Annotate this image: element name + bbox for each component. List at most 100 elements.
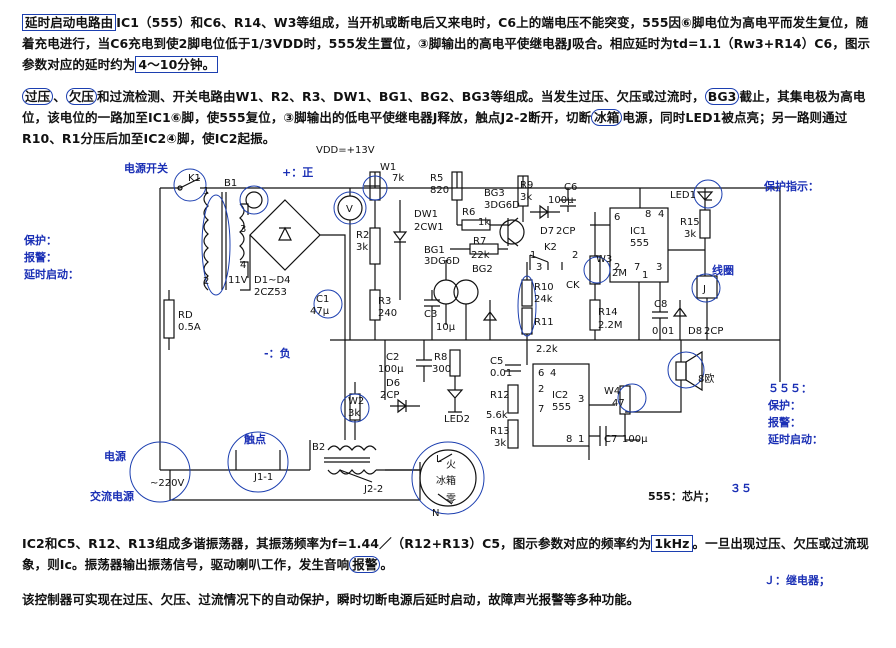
component-labels: VDD=+13V K1 B1 1 2 3 4 11V RD 0.5A D1~D4… (150, 145, 723, 519)
highlight-overvoltage: 过压 (22, 88, 54, 105)
label-r10: R10 (534, 282, 554, 293)
label-ic2-pin4: 4 (550, 368, 556, 379)
label-r7: R7 (473, 236, 486, 247)
label-bg2: BG2 (472, 264, 493, 275)
label-w1: W1 (380, 162, 396, 173)
label-r11: R11 (534, 317, 554, 328)
annotation-left-alarm: 报警： (24, 251, 57, 264)
label-c7: C7 (604, 434, 617, 445)
label-d7: D7 (540, 226, 554, 237)
label-bg1: BG1 (424, 245, 445, 256)
label-bg1-value: 3DG6D (424, 256, 460, 267)
label-r8: R8 (434, 352, 447, 363)
label-j2: J2-2 (363, 484, 383, 495)
label-led2: LED2 (444, 414, 470, 425)
paragraph-delay-text: IC1（555）和C6、R14、W3等组成，当开机或断电后又来电时，C6上的端电… (22, 15, 871, 72)
label-ic2-pin6: 6 (538, 368, 544, 379)
label-ic1-pin8: 8 (645, 209, 651, 220)
label-k1: K1 (188, 173, 201, 184)
label-r12: R12 (490, 390, 510, 401)
annotation-ac-power: 交流电源 (90, 490, 134, 503)
label-c2-value: 100μ (378, 364, 404, 375)
label-w3-value: 2M (612, 268, 627, 279)
annotation-power: 电源 (104, 450, 126, 463)
label-bridge-value: 2CZ53 (254, 287, 287, 298)
label-r2-value: 3k (356, 242, 368, 253)
label-ic2-pin7: 7 (538, 404, 544, 415)
label-r5-value: 820 (430, 185, 449, 196)
label-r14-value: 2.2M (598, 320, 623, 331)
label-k2-pin3: 3 (536, 262, 542, 273)
label-b1-pin1: 1 (203, 186, 209, 197)
paragraph-protection-circuit: 过压、欠压和过流检测、开关电路由W1、R2、R3、DW1、BG1、BG2、BG3… (22, 86, 874, 149)
annotation-left-protect: 保护： (24, 234, 57, 247)
label-ic2-pin3: 3 (578, 394, 584, 405)
label-load-l: L (436, 454, 442, 465)
label-c1: C1 (316, 294, 329, 305)
label-r7-value: 22k (471, 250, 490, 261)
label-c5-value: 0.01 (490, 368, 512, 379)
paragraph-protection-text-b: 截止，其集电极为高电位，该电位的一路加至IC1⑥脚，使555复位，③脚输出的低电… (22, 89, 866, 125)
highlight-bg3: BG3 (704, 88, 740, 105)
label-k2-pin1: 1 (530, 250, 536, 261)
label-d6: D6 (386, 378, 400, 389)
annotation-chip-number: ３５ (730, 482, 752, 495)
annotation-plus: +：正 (282, 166, 314, 179)
label-r11-value: 2.2k (536, 344, 558, 355)
label-r8-value: 300 (432, 364, 451, 375)
label-j: J (702, 284, 706, 295)
label-r9-value: 3k (520, 192, 532, 203)
annotation-relay: Ｊ：继电器； (764, 574, 830, 587)
label-ic1-pin1: 1 (642, 270, 648, 281)
label-c3: C3 (424, 309, 437, 320)
label-r10-value: 24k (534, 294, 553, 305)
label-c7-value: 100μ (622, 434, 648, 445)
highlight-overcurrent: 和过流 (97, 89, 135, 104)
annotation-left-functions: 保护： 报警： 延时启动： (24, 232, 79, 283)
label-bridge: D1~D4 (254, 275, 291, 286)
label-rd-value: 0.5A (178, 322, 201, 333)
label-c3-value: 10μ (436, 322, 456, 333)
label-ic2-pin2: 2 (538, 384, 544, 395)
label-r15-value: 3k (684, 229, 696, 240)
label-d8: D8 (688, 326, 702, 337)
label-ic1-pin7: 7 (634, 262, 640, 273)
label-r5: R5 (430, 173, 443, 184)
highlight-undervoltage: 欠压 (65, 88, 98, 105)
label-w2: W2 (348, 396, 364, 407)
label-c2: C2 (386, 352, 399, 363)
label-c8-value: 0.01 (652, 326, 674, 337)
label-r3: R3 (378, 296, 391, 307)
label-k2: K2 (544, 242, 557, 253)
label-meter: V (346, 204, 353, 215)
label-b2: B2 (312, 442, 325, 453)
label-r12-value: 5.6k (486, 410, 508, 421)
label-ic1-value: 555 (630, 238, 649, 249)
label-w2-value: 3k (348, 408, 360, 419)
label-r6-value: 1k (478, 217, 490, 228)
paragraph-protection-sep: 、 (53, 89, 66, 104)
label-c6: C6 (564, 182, 577, 193)
label-vdd: VDD=+13V (316, 145, 375, 156)
label-ic1-pin3: 3 (656, 262, 662, 273)
paragraph-summary: 该控制器可实现在过压、欠压、过流情况下的自动保护，瞬时切断电源后延时启动，故障声… (22, 592, 640, 607)
annotation-left-delay: 延时启动： (24, 268, 79, 281)
label-w4: W4 (604, 386, 620, 397)
label-c6-value: 100μ (548, 195, 574, 206)
label-ic1: IC1 (630, 226, 646, 237)
highlight-alarm: 报警 (349, 556, 381, 573)
label-bg3-value: 3DG6D (484, 200, 520, 211)
highlight-fridge: 冰箱 (591, 109, 623, 126)
label-d7-value: 2CP (556, 226, 575, 237)
label-dw1: DW1 (414, 209, 438, 220)
label-w3: W3 (596, 254, 612, 265)
annotation-coil: 线圈 (712, 264, 734, 277)
label-r13: R13 (490, 426, 510, 437)
label-r6: R6 (462, 207, 475, 218)
annotation-contact: 触点 (244, 433, 266, 446)
annotation-555-head: ５５５： (768, 382, 812, 395)
label-b1-pin3: 3 (240, 224, 246, 235)
label-ic1-pin2: 2 (614, 262, 620, 273)
label-d6-value: 2CP (380, 390, 399, 401)
